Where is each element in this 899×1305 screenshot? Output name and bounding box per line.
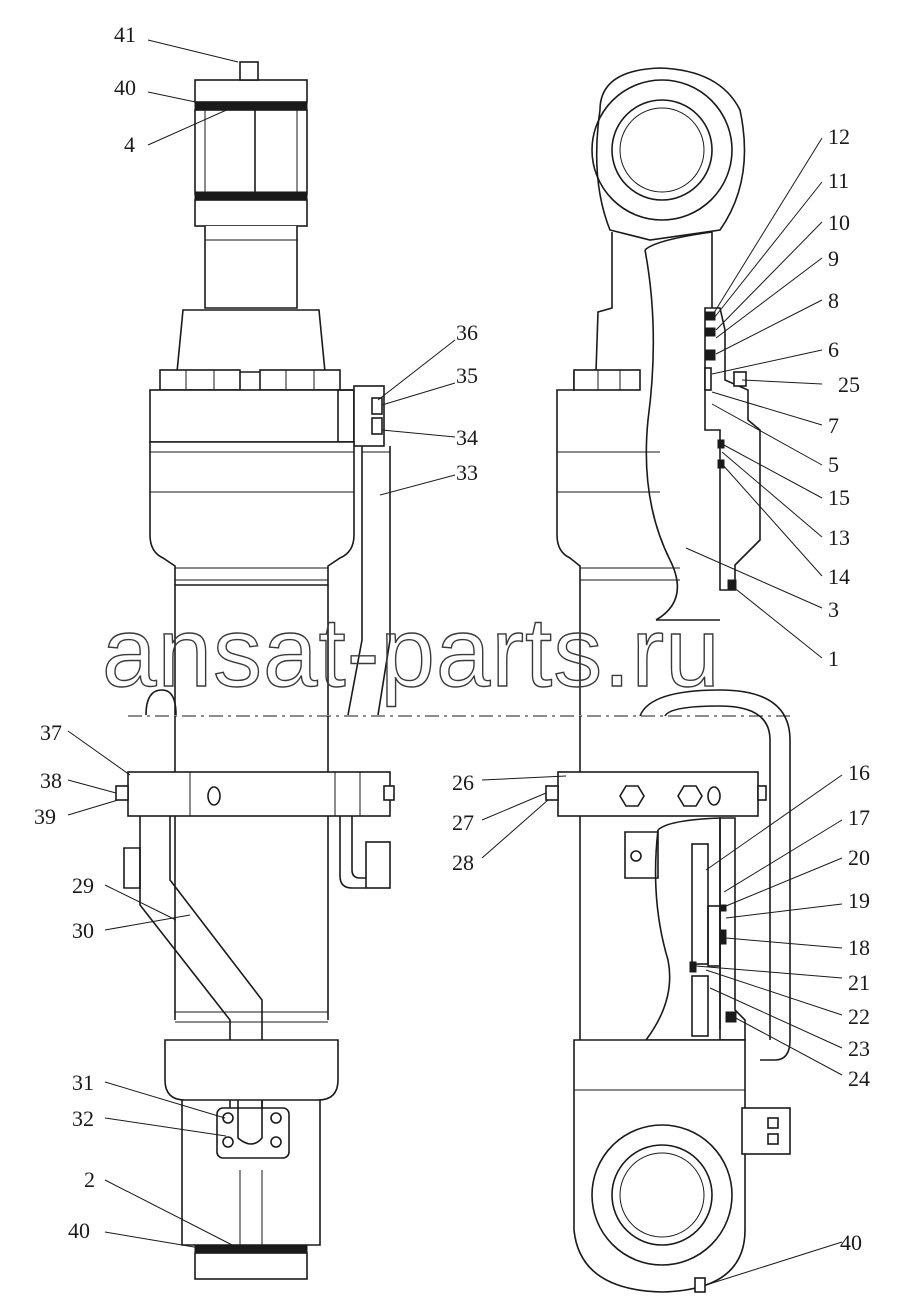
callout-label: 25 <box>838 372 860 397</box>
watermark-text: ansat-parts.ru <box>102 597 721 707</box>
callout-label: 35 <box>456 363 478 388</box>
callout-labels-left: 41 40 4 36 35 34 33 37 38 39 29 30 31 32 2 40 <box>34 22 478 1243</box>
callout-label: 38 <box>40 768 62 793</box>
callout-label: 36 <box>456 320 478 345</box>
callout-label: 13 <box>828 525 850 550</box>
callout-label: 40 <box>840 1230 862 1255</box>
callout-label: 9 <box>828 246 839 271</box>
callout-label: 2 <box>84 1167 95 1192</box>
callout-labels-right: 12 11 10 9 8 6 25 7 5 15 13 14 3 1 26 27 28 16 17 20 19 18 21 2… <box>452 124 870 1255</box>
callout-label: 20 <box>848 845 870 870</box>
top-eye-block <box>194 61 308 227</box>
callout-label: 6 <box>828 337 839 362</box>
callout-label: 37 <box>40 720 62 745</box>
right-view <box>545 67 791 1293</box>
callout-label: 40 <box>68 1218 90 1243</box>
callout-label: 33 <box>456 460 478 485</box>
callout-label: 24 <box>848 1066 870 1091</box>
bottom-eye <box>573 1039 791 1293</box>
callout-label: 11 <box>828 168 849 193</box>
left-view <box>115 61 790 1280</box>
callout-label: 4 <box>124 132 135 157</box>
callout-label: 26 <box>452 770 474 795</box>
callout-label: 14 <box>828 564 850 589</box>
gland-bolts <box>159 369 341 391</box>
rod-eye <box>591 67 746 241</box>
callout-label: 34 <box>456 425 478 450</box>
callout-label: 27 <box>452 810 474 835</box>
callout-label: 12 <box>828 124 850 149</box>
callout-label: 29 <box>72 873 94 898</box>
callout-label: 30 <box>72 918 94 943</box>
callout-label: 41 <box>114 22 136 47</box>
callout-label: 17 <box>848 805 870 830</box>
callout-label: 32 <box>72 1106 94 1131</box>
clamp-bar-right <box>545 771 767 817</box>
callout-label: 28 <box>452 850 474 875</box>
callout-label: 23 <box>848 1036 870 1061</box>
callout-label: 39 <box>34 804 56 829</box>
callout-label: 19 <box>848 888 870 913</box>
callout-label: 10 <box>828 210 850 235</box>
callout-label: 31 <box>72 1070 94 1095</box>
callout-label: 21 <box>848 970 870 995</box>
callout-label: 40 <box>114 75 136 100</box>
callout-label: 15 <box>828 485 850 510</box>
callout-label: 22 <box>848 1004 870 1029</box>
callout-label: 3 <box>828 597 839 622</box>
clamp-bar-left <box>115 771 395 817</box>
callout-label: 8 <box>828 288 839 313</box>
callout-label: 1 <box>828 646 839 671</box>
callout-label: 7 <box>828 413 839 438</box>
callout-label: 18 <box>848 935 870 960</box>
callout-label: 5 <box>828 452 839 477</box>
leader-lines <box>67 39 843 1286</box>
callout-label: 16 <box>848 760 870 785</box>
